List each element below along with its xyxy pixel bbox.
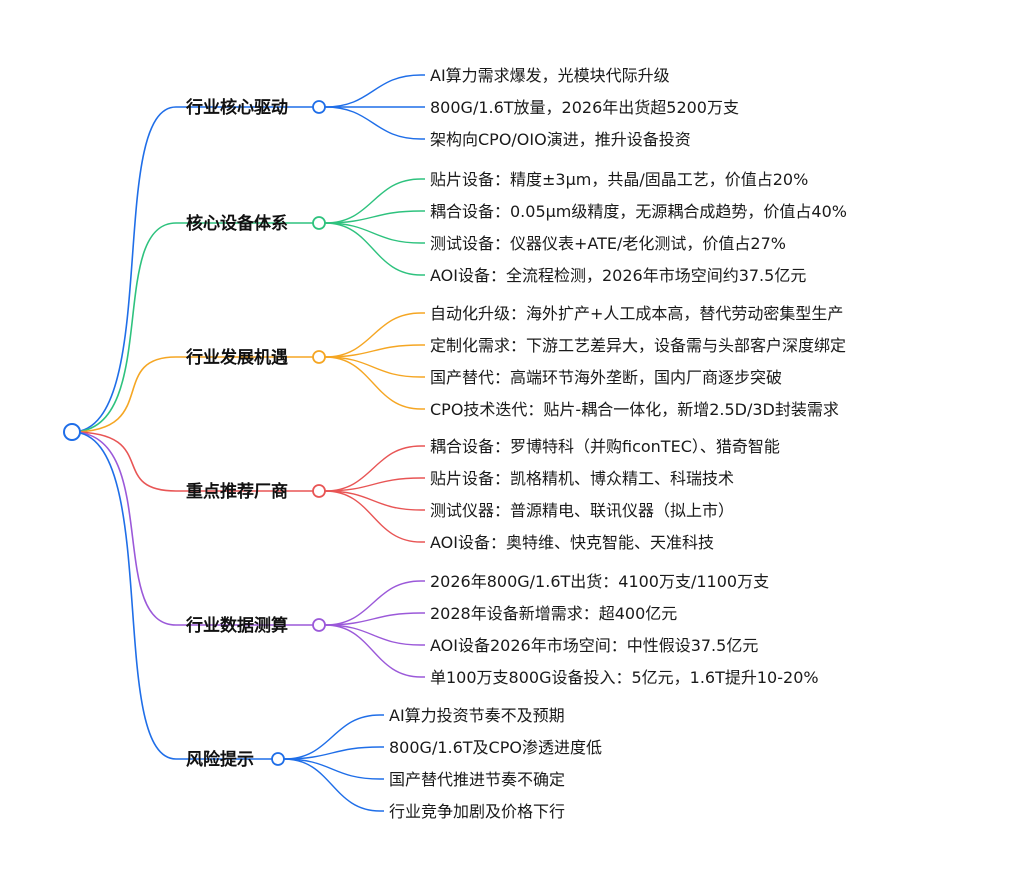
node-layer: 行业核心驱动 AI算力需求爆发，光模块代际升级 800G/1.6T放量，2026年出… bbox=[63, 66, 847, 821]
branch-label: 行业核心驱动 bbox=[185, 97, 288, 118]
leaf-label: AI算力投资节奏不及预期 bbox=[389, 706, 565, 725]
leaf-connector bbox=[324, 312, 425, 358]
leaf-label: AOI设备2026年市场空间：中性假设37.5亿元 bbox=[430, 636, 758, 655]
leaf-connector bbox=[324, 222, 425, 276]
leaf-label: 定制化需求：下游工艺差异大，设备需与头部客户深度绑定 bbox=[430, 336, 846, 355]
leaf-connector bbox=[324, 222, 425, 244]
leaf-label: 800G/1.6T放量，2026年出货超5200万支 bbox=[430, 98, 739, 117]
branch-label: 行业发展机遇 bbox=[185, 347, 288, 368]
branch-connector bbox=[71, 106, 313, 433]
branch-node bbox=[312, 100, 326, 114]
leaf-label: 国产替代：高端环节海外垄断，国内厂商逐步突破 bbox=[430, 368, 782, 387]
branch-connector bbox=[71, 431, 313, 626]
leaf-connector bbox=[324, 445, 425, 492]
leaf-label: 耦合设备：罗博特科（并购ficonTEC）、猎奇智能 bbox=[430, 437, 780, 456]
leaf-label: CPO技术迭代：贴片-耦合一体化，新增2.5D/3D封装需求 bbox=[430, 400, 839, 419]
leaf-connector bbox=[283, 746, 384, 760]
leaf-connector bbox=[283, 758, 384, 780]
branch-label: 重点推荐厂商 bbox=[186, 481, 288, 502]
leaf-connector bbox=[324, 624, 425, 678]
leaf-label: 2028年设备新增需求：超400亿元 bbox=[430, 604, 677, 623]
branch-connector bbox=[71, 431, 272, 760]
leaf-label: 国产替代推进节奏不确定 bbox=[389, 770, 565, 789]
leaf-label: AOI设备：全流程检测，2026年市场空间约37.5亿元 bbox=[430, 266, 806, 285]
leaf-label: 架构向CPO/OIO演进，推升设备投资 bbox=[430, 130, 691, 149]
branch-connector bbox=[71, 222, 313, 433]
leaf-label: 800G/1.6T及CPO渗透进度低 bbox=[389, 738, 602, 757]
branch-node bbox=[312, 216, 326, 230]
leaf-connector bbox=[324, 612, 425, 626]
leaf-connector bbox=[324, 490, 425, 511]
leaf-label: AOI设备：奥特维、快克智能、天准科技 bbox=[430, 533, 714, 552]
leaf-connector bbox=[324, 624, 425, 646]
leaf-label: 自动化升级：海外扩产+人工成本高，替代劳动密集型生产 bbox=[430, 304, 843, 323]
branch-node bbox=[312, 350, 326, 364]
leaf-connector bbox=[324, 344, 425, 358]
leaf-label: AI算力需求爆发，光模块代际升级 bbox=[430, 66, 670, 85]
connector-layer bbox=[71, 74, 425, 812]
leaf-label: 贴片设备：凯格精机、博众精工、科瑞技术 bbox=[430, 469, 734, 488]
branch-connector bbox=[71, 431, 313, 492]
leaf-label: 行业竞争加剧及价格下行 bbox=[389, 802, 565, 821]
leaf-label: 耦合设备：0.05μm级精度，无源耦合成趋势，价值占40% bbox=[430, 202, 847, 221]
leaf-connector bbox=[324, 580, 425, 626]
branch-node bbox=[312, 618, 326, 632]
leaf-connector bbox=[283, 714, 384, 760]
leaf-label: 测试仪器：普源精电、联讯仪器（拟上市） bbox=[430, 501, 734, 520]
branch-node bbox=[271, 752, 285, 766]
leaf-connector bbox=[324, 356, 425, 410]
leaf-label: 2026年800G/1.6T出货：4100万支/1100万支 bbox=[430, 572, 769, 591]
leaf-label: 贴片设备：精度±3μm，共晶/固晶工艺，价值占20% bbox=[430, 170, 808, 189]
leaf-label: 测试设备：仪器仪表+ATE/老化测试，价值占27% bbox=[430, 234, 786, 253]
leaf-connector bbox=[283, 758, 384, 812]
leaf-connector bbox=[324, 477, 425, 492]
root-node bbox=[63, 423, 81, 441]
leaf-connector bbox=[324, 490, 425, 543]
branch-node bbox=[312, 484, 326, 498]
branch-label: 行业数据测算 bbox=[185, 615, 288, 636]
branch-label: 风险提示 bbox=[186, 749, 254, 770]
leaf-connector bbox=[324, 106, 425, 140]
leaf-connector bbox=[324, 356, 425, 378]
leaf-label: 单100万支800G设备投入：5亿元，1.6T提升10-20% bbox=[430, 668, 819, 687]
branch-label: 核心设备体系 bbox=[186, 213, 288, 234]
leaf-connector bbox=[324, 74, 425, 108]
leaf-connector bbox=[324, 178, 425, 224]
branch-connector bbox=[71, 356, 313, 433]
leaf-connector bbox=[324, 210, 425, 224]
